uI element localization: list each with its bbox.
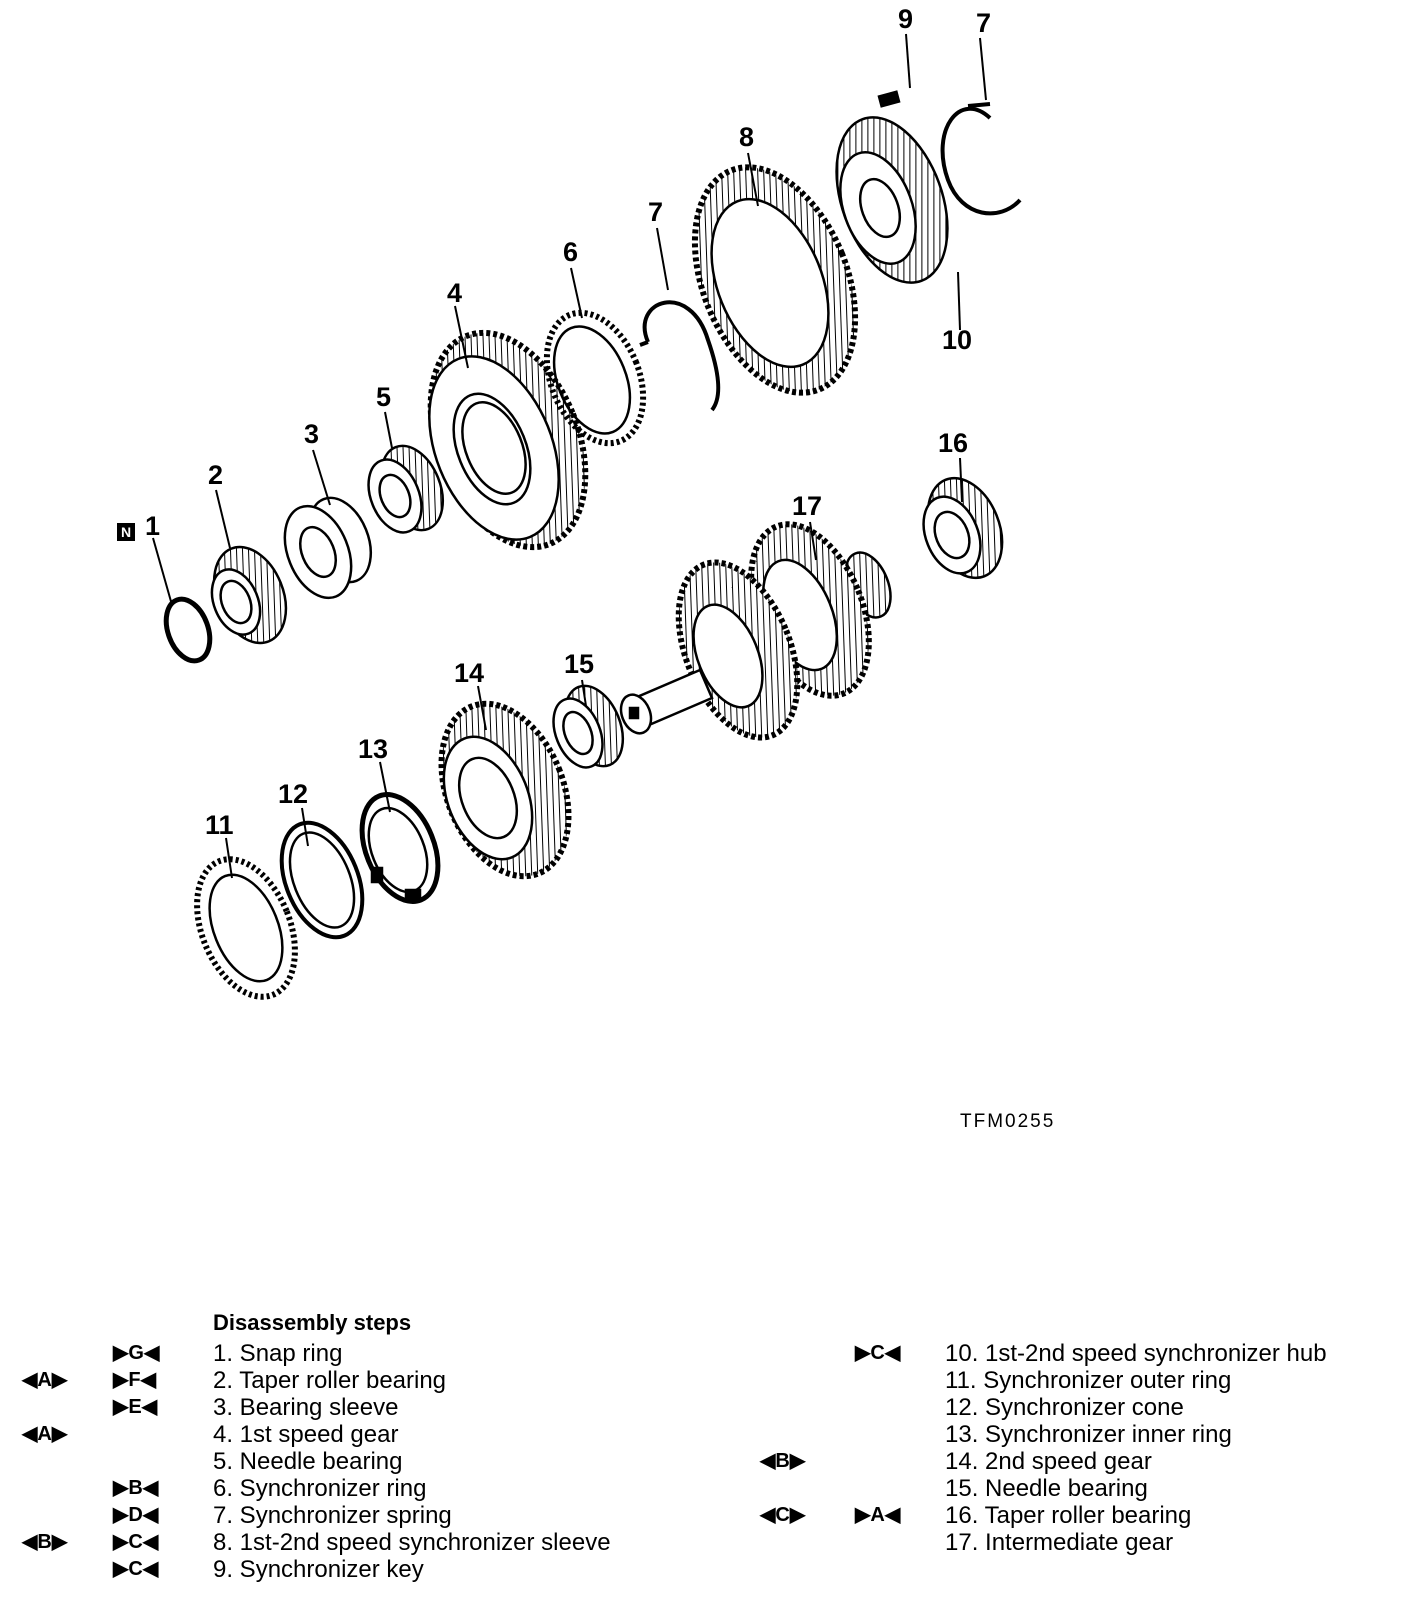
legend-symbol: ▶C◀ [113,1558,159,1580]
legend-row: 15. Needle bearing [0,1475,1408,1502]
legend-row: 12. Synchronizer cone [0,1394,1408,1421]
callout-10: 10 [942,325,972,355]
exploded-parts-diagram: 1 2 3 4 5 6 7 7 8 9 10 11 12 13 14 15 16… [145,4,1055,1132]
callout-7-front: 7 [648,197,663,227]
legend-row: ▶C◀ 9. Synchronizer key [0,1556,720,1583]
callout-14: 14 [454,658,484,688]
callout-13: 13 [358,734,388,764]
legend-row: ◀B▶ 14. 2nd speed gear [0,1448,1408,1475]
intermediate-gear-part [619,521,892,741]
legend-title: Disassembly steps [213,1310,412,1335]
legend-symbol: ◀A▶ [22,1369,68,1391]
legend-text: 4. 1st speed gear [213,1421,399,1448]
legend-row: 5. Needle bearing [0,1448,720,1475]
legend-row: ◀A▶ 4. 1st speed gear [0,1421,720,1448]
callout-3: 3 [304,419,319,449]
legend-symbol: ▶B◀ [113,1477,159,1499]
legend-symbol: ▶E◀ [113,1396,158,1418]
callout-7-rear: 7 [976,8,991,38]
leader-lines [152,33,987,879]
synchronizer-cone-part [279,820,365,940]
legend-symbol: ▶A◀ [855,1504,901,1526]
legend-row: ◀B▶ ▶C◀ 8. 1st-2nd speed synchronizer slee… [0,1529,720,1556]
legend-text: 6. Synchronizer ring [213,1475,427,1502]
legend-symbol: ◀A▶ [22,1423,68,1445]
legend-text: 7. Synchronizer spring [213,1502,452,1529]
legend-text: 8. 1st-2nd speed synchronizer sleeve [213,1529,611,1556]
taper-roller-bearing-front-part [210,545,288,645]
synchronizer-inner-ring-part [359,792,441,904]
legend-row: ▶C◀ 10. 1st-2nd speed synchronizer hub [0,1340,1408,1367]
callout-4: 4 [447,278,462,308]
snap-ring-part [163,596,213,664]
needle-bearing-lower-part [552,684,625,769]
legend-row: 17. Intermediate gear [0,1529,1408,1556]
bearing-sleeve-part [283,496,373,600]
new-part-badge: N [117,523,135,541]
callout-9: 9 [898,4,913,34]
first-speed-gear-part [427,329,589,551]
second-speed-gear-part [438,700,572,880]
callout-11: 11 [205,810,234,840]
callout-17: 17 [792,491,822,521]
callout-6: 6 [563,237,578,267]
legend-symbol: ◀B▶ [22,1531,68,1553]
synchronizer-sleeve-part [691,164,859,396]
taper-roller-bearing-rear-part [922,476,1004,580]
legend-left-column: ▶G◀ 1. Snap ring ◀A▶ ▶F◀ 2. Taper roller be… [0,1340,720,1583]
synchronizer-hub-part [835,116,949,284]
callout-16: 16 [938,428,968,458]
legend-symbol: ▶C◀ [113,1531,159,1553]
callout-15: 15 [564,649,594,679]
legend-text: 11. Synchronizer outer ring [945,1367,1232,1394]
callout-5: 5 [376,382,391,412]
synchronizer-key-part [877,90,901,108]
legend-text: 3. Bearing sleeve [213,1394,399,1421]
legend-text: 13. Synchronizer inner ring [945,1421,1232,1448]
needle-bearing-upper-part [367,444,445,534]
legend-text: 17. Intermediate gear [945,1529,1174,1556]
legend-row: ◀A▶ ▶F◀ 2. Taper roller bearing [0,1367,720,1394]
legend-symbol: ◀B▶ [760,1450,806,1472]
legend-symbol: ▶D◀ [113,1504,159,1526]
synchronizer-ring-part [543,309,647,447]
legend-right-column: ▶C◀ 10. 1st-2nd speed synchronizer hub 11… [0,1340,1408,1556]
legend-row: ▶E◀ 3. Bearing sleeve [0,1394,720,1421]
callout-12: 12 [278,779,308,809]
callout-8: 8 [739,122,754,152]
synchronizer-spring-rear-part [940,102,1022,216]
legend-symbol: ◀C▶ [760,1504,806,1526]
legend-text: 16. Taper roller bearing [945,1502,1192,1529]
legend-text: 14. 2nd speed gear [945,1448,1152,1475]
figure-id: TFM0255 [960,1111,1055,1132]
legend-text: 2. Taper roller bearing [213,1367,447,1394]
legend-row: 11. Synchronizer outer ring [0,1367,1408,1394]
legend-text: 1. Snap ring [213,1340,343,1367]
legend-text: 12. Synchronizer cone [945,1394,1184,1421]
legend-text: 10. 1st-2nd speed synchronizer hub [945,1340,1327,1367]
legend-row: ◀C▶ ▶A◀ 16. Taper roller bearing [0,1502,1408,1529]
legend-text: 15. Needle bearing [945,1475,1148,1502]
legend-symbol: ▶G◀ [113,1342,160,1364]
callout-1: 1 [145,511,160,541]
legend-symbol: ▶F◀ [113,1369,156,1391]
legend-row: ▶D◀ 7. Synchronizer spring [0,1502,720,1529]
synchronizer-outer-ring-part [194,856,298,1000]
callout-2: 2 [208,460,223,490]
legend-row: ▶B◀ 6. Synchronizer ring [0,1475,720,1502]
legend-symbol: ▶C◀ [855,1342,901,1364]
legend-text: 5. Needle bearing [213,1448,403,1475]
legend-row: ▶G◀ 1. Snap ring [0,1340,720,1367]
legend-row: 13. Synchronizer inner ring [0,1421,1408,1448]
legend-text: 9. Synchronizer key [213,1556,424,1583]
synchronizer-spring-front-part [639,300,721,412]
